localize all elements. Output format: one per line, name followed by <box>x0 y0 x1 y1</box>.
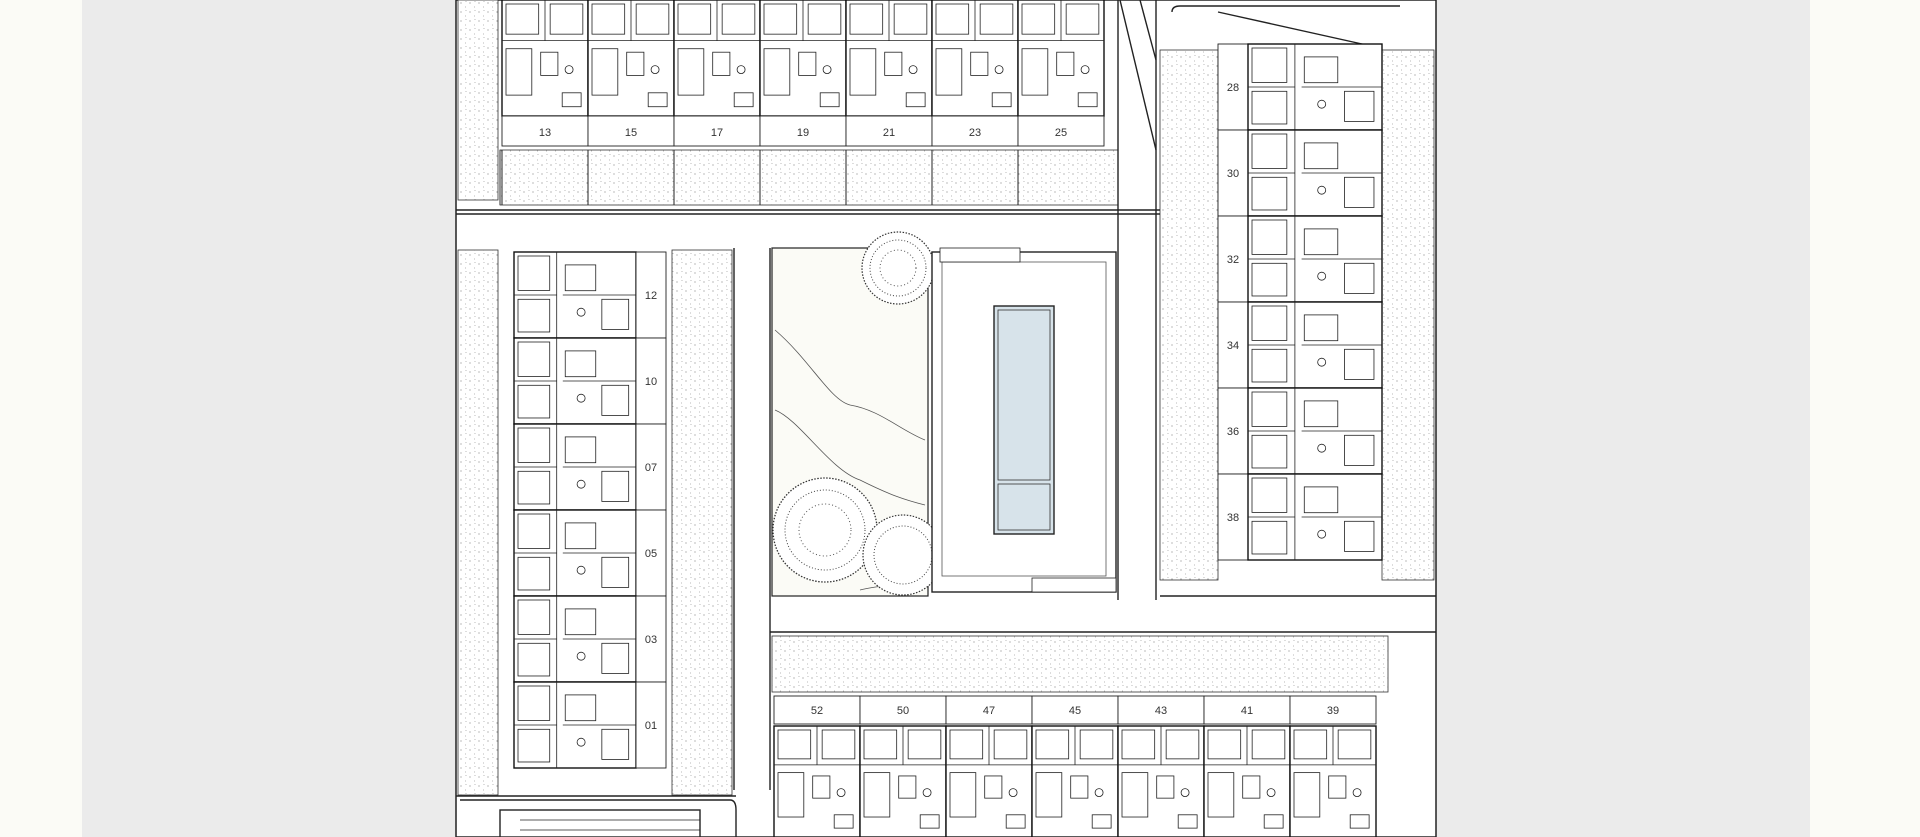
unit-number-label: 28 <box>1227 82 1239 94</box>
unit-39: 39 <box>1289 695 1377 837</box>
unit-45: 45 <box>1031 695 1119 837</box>
unit-47: 47 <box>945 695 1033 837</box>
unit-07: 07 <box>513 423 667 511</box>
unit-36: 36 <box>1217 387 1383 475</box>
unit-number-label: 07 <box>645 462 657 474</box>
unit-32: 32 <box>1217 215 1383 303</box>
unit-number-label: 43 <box>1155 705 1167 717</box>
unit-number-label: 01 <box>645 720 657 732</box>
unit-number-label: 50 <box>897 705 909 717</box>
unit-number-label: 32 <box>1227 254 1239 266</box>
unit-12: 12 <box>513 251 667 339</box>
unit-25: 25 <box>1017 0 1105 205</box>
unit-number-label: 34 <box>1227 340 1239 352</box>
tree-canopy-south-b <box>862 514 944 596</box>
units-row-north: 13 15 17 19 21 23 25 <box>501 0 1105 205</box>
unit-21: 21 <box>845 0 933 205</box>
central-courtyard <box>771 231 1117 597</box>
unit-50: 50 <box>859 695 947 837</box>
unit-number-label: 13 <box>539 127 551 139</box>
unit-43: 43 <box>1117 695 1205 837</box>
unit-number-label: 45 <box>1069 705 1081 717</box>
unit-28: 28 <box>1217 43 1383 131</box>
unit-number-label: 30 <box>1227 168 1239 180</box>
unit-number-label: 12 <box>645 290 657 302</box>
unit-10: 10 <box>513 337 667 425</box>
unit-number-label: 15 <box>625 127 637 139</box>
unit-number-label: 47 <box>983 705 995 717</box>
paths <box>456 0 1436 837</box>
unit-number-label: 52 <box>811 705 823 717</box>
unit-number-label: 39 <box>1327 705 1339 717</box>
unit-number-label: 36 <box>1227 426 1239 438</box>
tree-canopy-north <box>861 231 935 305</box>
unit-15: 15 <box>587 0 675 205</box>
unit-number-label: 25 <box>1055 127 1067 139</box>
unit-number-label: 41 <box>1241 705 1253 717</box>
unit-13: 13 <box>501 0 589 205</box>
tree-canopy-south-a <box>772 477 878 583</box>
unit-number-label: 23 <box>969 127 981 139</box>
unit-number-label: 10 <box>645 376 657 388</box>
unit-41: 41 <box>1203 695 1291 837</box>
unit-52: 52 <box>773 695 861 837</box>
stair-hatches <box>499 150 700 831</box>
unit-05: 05 <box>513 509 667 597</box>
unit-number-label: 21 <box>883 127 895 139</box>
unit-01: 01 <box>513 681 667 769</box>
unit-number-label: 19 <box>797 127 809 139</box>
unit-number-label: 03 <box>645 634 657 646</box>
unit-30: 30 <box>1217 129 1383 217</box>
units-column-west: 12 10 07 05 03 01 <box>513 251 667 769</box>
unit-number-label: 17 <box>711 127 723 139</box>
pool-stair-south <box>1031 577 1117 593</box>
units-row-south: 52 50 47 45 43 41 39 <box>773 695 1377 837</box>
unit-03: 03 <box>513 595 667 683</box>
units-column-east: 28 30 32 34 36 38 <box>1217 43 1383 561</box>
unit-19: 19 <box>759 0 847 205</box>
pool-stair-north <box>939 247 1021 263</box>
landscape-strips <box>457 0 1435 796</box>
unit-number-label: 05 <box>645 548 657 560</box>
unit-38: 38 <box>1217 473 1383 561</box>
unit-34: 34 <box>1217 301 1383 389</box>
unit-number-label: 38 <box>1227 512 1239 524</box>
